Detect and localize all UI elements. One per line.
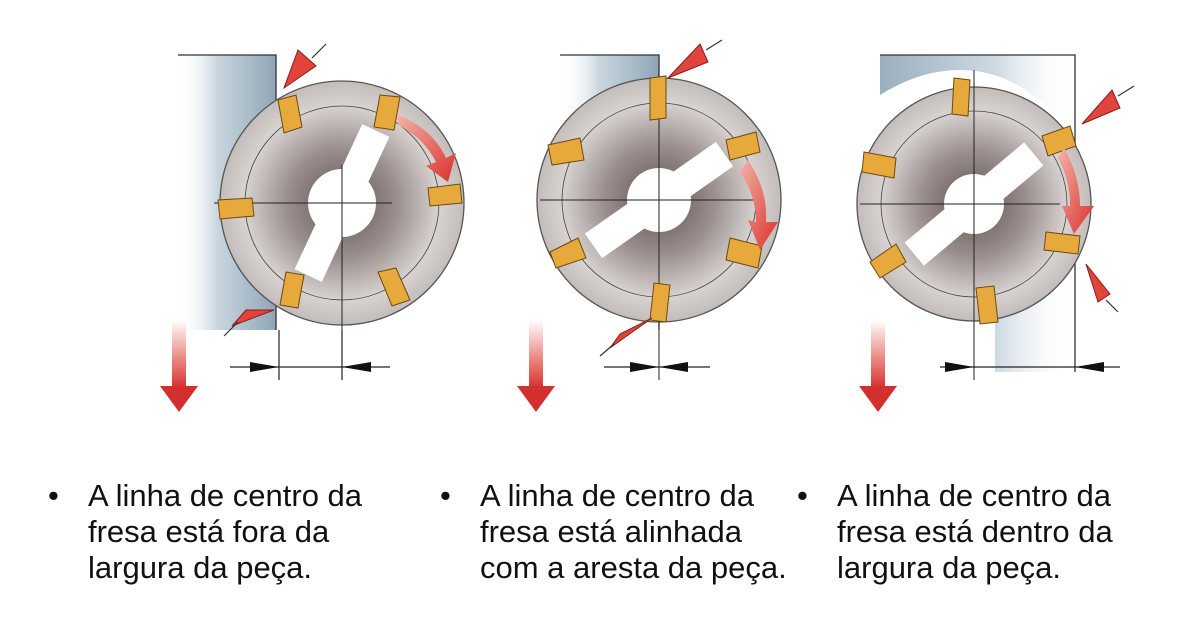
bullet: • [440,478,451,513]
cutting-edge-pointer-icon [223,309,275,337]
panel-1 [160,43,465,412]
cutter-1 [214,80,465,380]
caption-text: A linha de centro da fresa está dentro d… [837,478,1113,585]
caption-text: A linha de centro da fresa está fora da … [88,478,363,585]
cutter-2 [536,70,782,380]
cutter-3 [856,70,1092,380]
dimension-arrow-icon [940,362,1120,372]
feed-arrow-icon [517,320,555,412]
face-milling-position-diagram [160,39,1135,412]
caption-inside: • A linha de centro da fresa está dentro… [791,478,1191,586]
feed-arrow-icon [160,320,198,412]
insert-group-1 [217,94,463,309]
cutting-edge-pointer-icon [667,39,723,79]
cutting-edge-pointer-icon [1085,263,1119,313]
panel-2 [517,39,782,412]
insert-group-2 [547,75,763,323]
rotation-arrow-icon [398,115,456,182]
rotation-arrow-icon [740,160,778,250]
rotation-arrow-icon [1058,148,1094,234]
caption-aligned: • A linha de centro da fresa está alinha… [434,478,834,586]
cutting-edge-pointer-icon [282,43,327,90]
caption-outside: • A linha de centro da fresa está fora d… [42,478,422,586]
dimension-arrow-icon [604,362,710,372]
feed-arrow-icon [859,320,897,412]
insert-group-3 [861,77,1081,325]
dimension-arrow-icon [230,330,390,380]
bullet: • [48,478,59,513]
workpiece-edge-3 [880,54,1076,372]
caption-text: A linha de centro da fresa está alinhada… [480,478,787,585]
panel-3 [856,54,1135,412]
bullet: • [797,478,808,513]
cutting-edge-pointer-icon [599,317,653,357]
cutting-edge-pointer-icon [1081,85,1135,125]
